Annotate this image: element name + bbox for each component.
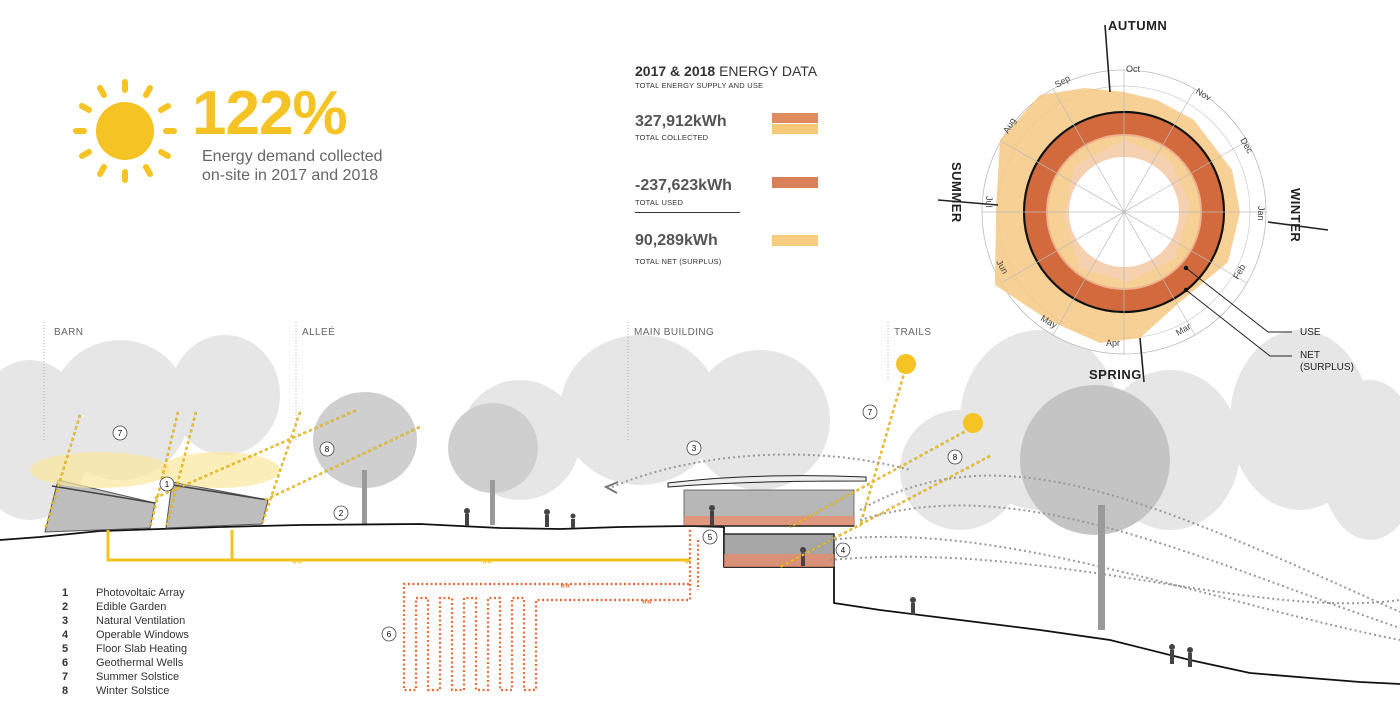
midground-trees <box>313 385 1170 630</box>
season-summer: SUMMER <box>949 162 964 223</box>
marker-7-barn: 7 <box>112 425 128 441</box>
svg-text:7: 7 <box>118 429 123 438</box>
svg-text:5: 5 <box>708 533 713 542</box>
solar-rays <box>43 369 991 568</box>
svg-text:»»: »» <box>292 556 302 566</box>
svg-text:2: 2 <box>339 509 344 518</box>
month-jan: Jan <box>1256 206 1266 221</box>
svg-text:8: 8 <box>953 453 958 462</box>
collected-swatch-top <box>772 113 818 123</box>
energy-caption: Energy demand collected on-site in 2017 … <box>202 147 432 185</box>
energy-data-title: 2017 & 2018 ENERGY DATA <box>635 63 818 79</box>
heat-chevron-icons: »» «« <box>560 580 652 606</box>
svg-text:3: 3 <box>692 444 697 453</box>
svg-text:»»: »» <box>482 556 492 566</box>
season-winter: WINTER <box>1288 188 1303 243</box>
season-spring: SPRING <box>1089 367 1142 382</box>
marker-8-barn: 8 <box>319 441 335 457</box>
marker-6: 6 <box>381 626 397 642</box>
marker-7-trails: 7 <box>862 404 878 420</box>
section-label-allee: ALLEÉ <box>302 327 336 338</box>
collected-swatch-bottom <box>772 124 818 134</box>
ground-line <box>0 523 1400 685</box>
svg-text:8: 8 <box>325 445 330 454</box>
subtotal-divider <box>635 212 740 213</box>
pv-chevron-icons: »» »» » <box>292 556 689 566</box>
marker-5: 5 <box>702 529 718 545</box>
summer-sun-icon <box>896 354 916 374</box>
marker-8-trails: 8 <box>947 449 963 465</box>
section-label-trails: TRAILS <box>894 327 932 338</box>
energy-percent: 122% <box>192 79 348 148</box>
radial-energy-chart: Oct Nov Dec Jan Feb Mar Apr May Jun Jul … <box>937 24 1329 383</box>
section-label-barn: BARN <box>54 327 84 338</box>
airflow-arrow-icon <box>603 481 619 494</box>
main-building <box>667 475 867 568</box>
section-label-main-building: MAIN BUILDING <box>634 327 715 338</box>
marker-4: 4 <box>835 542 851 558</box>
marker-3: 3 <box>686 440 702 456</box>
used-swatch <box>772 177 818 188</box>
svg-text:6: 6 <box>387 630 392 639</box>
winter-sun-icon <box>963 413 983 433</box>
svg-text:»: » <box>684 556 689 566</box>
ventilation-airflow <box>611 453 1400 641</box>
total-collected-label: TOTAL COLLECTED <box>635 133 709 142</box>
svg-text:««: «« <box>642 596 652 606</box>
radial-grid <box>982 70 1266 354</box>
net-callout: NET (SURPLUS) <box>1300 350 1354 373</box>
svg-text:4: 4 <box>841 546 846 555</box>
geothermal-loops <box>402 530 700 692</box>
total-net-label: TOTAL NET (SURPLUS) <box>635 257 722 266</box>
section-markers: 7 1 8 2 3 5 4 7 8 6 <box>112 404 963 642</box>
net-swatch <box>772 235 818 246</box>
total-net-value: 90,289kWh <box>635 232 718 249</box>
people-figures <box>464 505 1193 667</box>
svg-text:»»: »» <box>560 580 570 590</box>
month-apr: Apr <box>1106 338 1120 348</box>
barn-structures <box>30 452 280 533</box>
month-oct: Oct <box>1126 64 1141 74</box>
marker-2: 2 <box>333 505 349 521</box>
caption-line-1: Energy demand collected <box>202 148 383 165</box>
pv-energy-line <box>106 530 690 562</box>
svg-text:7: 7 <box>868 408 873 417</box>
energy-data-subtitle: TOTAL ENERGY SUPPLY AND USE <box>635 81 764 90</box>
total-collected-value: 327,912kWh <box>635 113 727 130</box>
total-used-value: -237,623kWh <box>635 177 732 194</box>
use-callout: USE <box>1300 327 1321 338</box>
season-autumn: AUTUMN <box>1108 18 1168 33</box>
marker-1: 1 <box>159 476 175 492</box>
month-jul: Jul <box>984 196 994 208</box>
total-used-label: TOTAL USED <box>635 198 684 207</box>
caption-line-2: on-site in 2017 and 2018 <box>202 167 379 184</box>
svg-text:1: 1 <box>165 480 170 489</box>
section-dividers <box>43 322 889 440</box>
sun-icon <box>73 79 177 183</box>
